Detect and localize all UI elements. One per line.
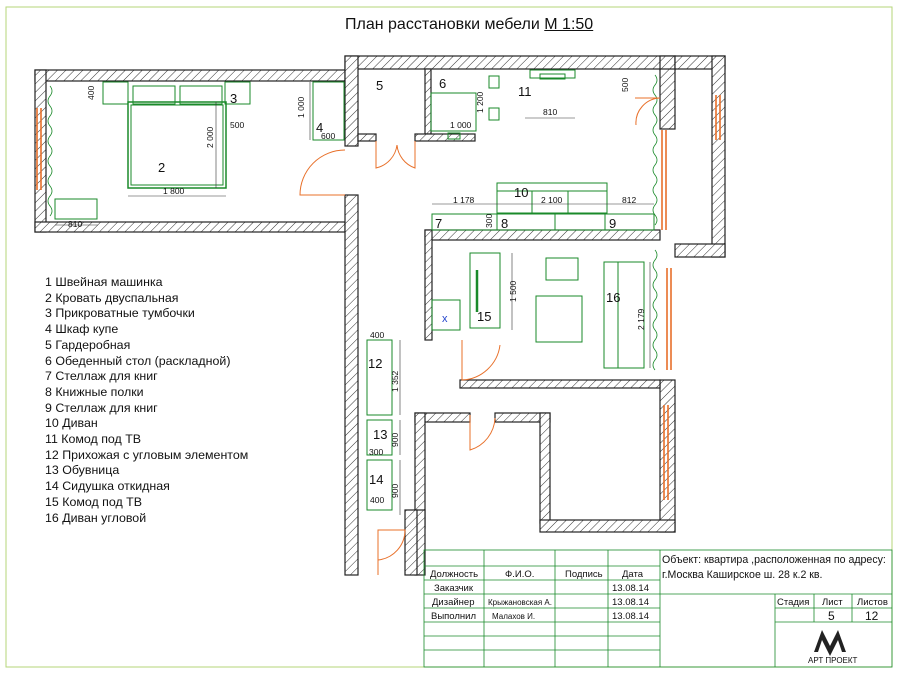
plan-label-10: 10 [514,185,528,200]
dim-300-a: 300 [484,214,494,228]
plan-label-5: 5 [376,78,383,93]
legend-item: 9 Стеллаж для книг [45,400,158,415]
dim-2100: 2 100 [541,195,563,205]
stamp-role-designer: Дизайнер [432,597,475,608]
plan-label-11: 11 [518,84,532,99]
drawing-scale: М 1:50 [544,16,594,33]
plan-label-12: 12 [368,356,382,371]
legend-item: 4 Шкаф купе [45,322,119,337]
stamp-object-line2: г.Москва Каширское ш. 28 к.2 кв. [662,569,823,581]
legend-item: 12 Прихожая с угловым элементом [45,447,249,462]
legend-item: 6 Обеденный стол (раскладной) [45,353,231,368]
stamp-sheet-value: 5 [828,609,835,623]
legend-item: 1 Швейная машинка [45,275,163,289]
stamp-header-position: Должность [430,569,479,580]
legend-item: 14 Сидушка откидная [45,479,170,494]
plan-label-3: 3 [230,91,237,106]
drawing-title: План расстановки мебели М 1:50 [345,16,593,34]
dim-900-b: 900 [390,484,400,498]
dim-1500: 1 500 [508,280,518,302]
legend-item: 13 Обувница [45,463,120,478]
stamp-header-signature: Подпись [565,569,603,580]
dim-1000-b: 1 000 [450,120,472,130]
stamp-company-name: АРТ ПРОЕКТ [808,656,858,665]
dim-400-b: 400 [370,330,384,340]
dim-1000-a: 1 000 [296,96,306,118]
plan-label-x: x [442,313,448,325]
plan-label-2: 2 [158,160,165,175]
stamp-name-performer: Малахов И. [492,612,536,621]
stamp-date-designer: 13.08.14 [612,597,649,608]
plan-label-4: 4 [316,120,323,135]
dim-400-a: 400 [86,86,96,100]
doors [299,97,661,575]
plan-label-7: 7 [435,216,442,231]
windows [36,95,721,500]
plan-label-9: 9 [609,216,616,231]
legend-item: 5 Гардеробная [45,337,131,352]
stamp-sheet-label: Лист [822,597,843,608]
dim-500-b: 500 [620,78,630,92]
dimension-lines [55,82,654,515]
dim-2000: 2 000 [205,126,215,148]
stamp-role-performer: Выполнил [431,611,477,622]
dim-1352: 1 352 [390,370,400,392]
legend-item: 3 Прикроватные тумбочки [45,306,195,321]
stamp-header-name: Ф.И.О. [505,569,535,580]
plan-label-16: 16 [606,290,620,305]
dim-1200: 1 200 [475,91,485,113]
dim-600: 600 [321,131,335,141]
legend-item: 16 Диван угловой [45,510,147,525]
stamp-grid [423,549,893,668]
plan-label-8: 8 [501,216,508,231]
dim-500-a: 500 [230,120,244,130]
plan-label-14: 14 [369,472,383,487]
plan-label-15: 15 [477,309,491,324]
stamp-date-customer: 13.08.14 [612,583,649,594]
dim-810-b: 810 [543,107,557,117]
stamp-sheets-value: 12 [865,609,879,623]
legend-item: 8 Книжные полки [45,384,144,399]
legend-item: 10 Диван [45,416,98,431]
dim-400-c: 400 [370,495,384,505]
furniture-legend: 1 Швейная машинка 2 Кровать двуспальная … [45,275,248,526]
stamp-stage-label: Стадия [777,597,810,608]
legend-item: 2 Кровать двуспальная [45,290,179,305]
dim-2179: 2 179 [636,308,646,330]
curtains [47,74,658,371]
stamp-header-date: Дата [622,569,644,580]
stamp-sheets-label: Листов [857,597,888,608]
plan-label-13: 13 [373,427,387,442]
stamp-name-designer: Крыжановская А. [488,598,552,607]
art-project-logo [814,630,846,656]
dim-1800: 1 800 [163,186,185,196]
legend-item: 15 Комод под ТВ [45,494,142,509]
dim-812: 812 [622,195,636,205]
stamp-date-performer: 13.08.14 [612,611,649,622]
plan-label-6: 6 [439,76,446,91]
legend-item: 7 Стеллаж для книг [45,369,158,384]
dim-1178: 1 178 [453,195,475,205]
stamp-object-line1: Объект: квартира ,расположенная по адрес… [662,554,886,566]
drawing-title-main: План расстановки мебели [345,16,540,33]
furniture [54,69,655,511]
dim-900-a: 900 [390,433,400,447]
dim-300-b: 300 [369,447,383,457]
stamp-role-customer: Заказчик [434,583,474,594]
dim-810-a: 810 [68,219,82,229]
legend-item: 11 Комод под ТВ [45,432,142,447]
